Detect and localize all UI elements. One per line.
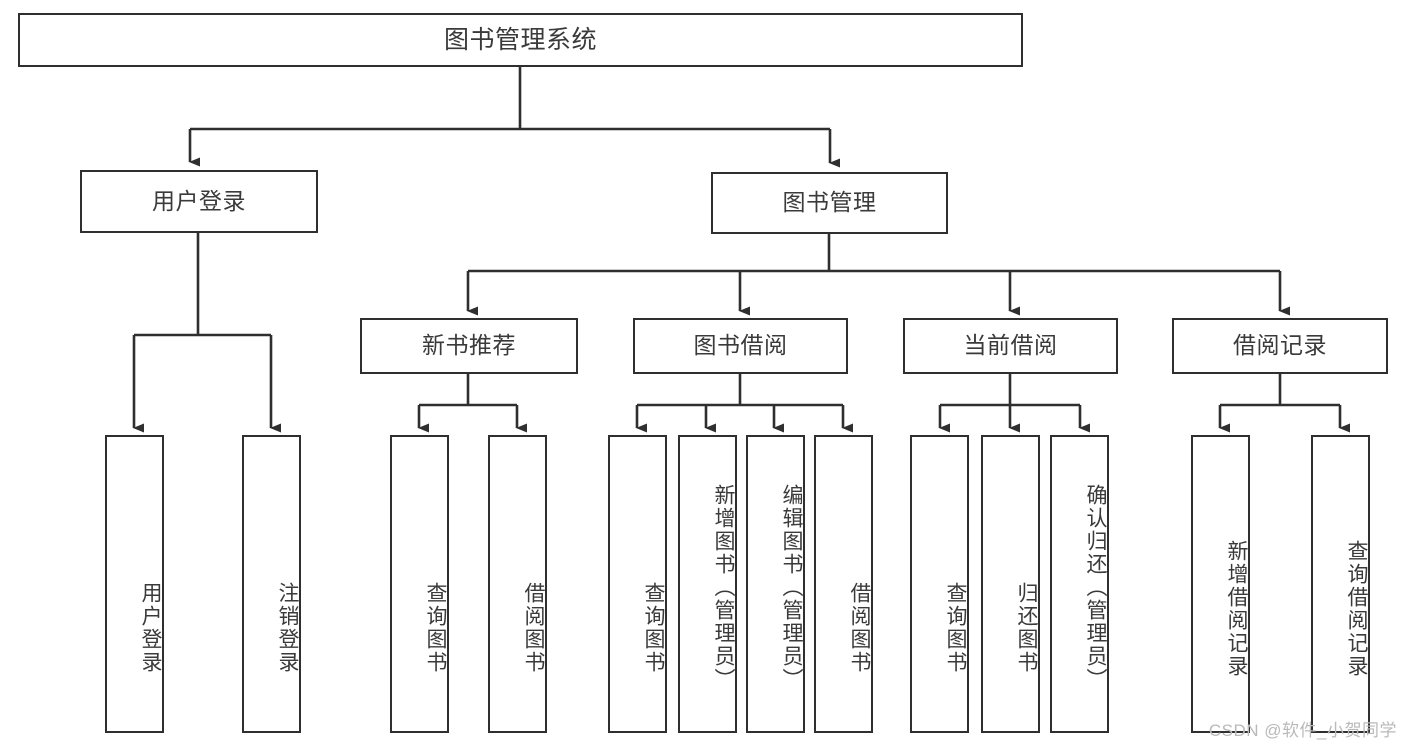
node-leaf-edit-book-admin[interactable]: 编辑图书（管理员） <box>746 435 805 733</box>
node-new-book-recommend[interactable]: 新书推荐 <box>360 318 578 374</box>
node-leaf-confirm-return-admin[interactable]: 确认归还（管理员） <box>1050 435 1109 733</box>
node-book-management[interactable]: 图书管理 <box>711 172 948 234</box>
node-leaf-query-borrow-record[interactable]: 查询借阅记录 <box>1311 435 1370 733</box>
node-leaf-return-book[interactable]: 归还图书 <box>981 435 1040 733</box>
node-leaf-borrow-book-recommend[interactable]: 借阅图书 <box>488 435 547 733</box>
node-book-borrow[interactable]: 图书借阅 <box>633 318 848 374</box>
node-leaf-query-book-current[interactable]: 查询图书 <box>910 435 969 733</box>
node-user-login[interactable]: 用户登录 <box>80 170 318 233</box>
node-current-borrow[interactable]: 当前借阅 <box>903 318 1118 374</box>
node-leaf-add-borrow-record[interactable]: 新增借阅记录 <box>1191 435 1250 733</box>
node-leaf-logout[interactable]: 注销登录 <box>242 435 301 733</box>
node-leaf-user-login[interactable]: 用户登录 <box>105 435 164 733</box>
csdn-watermark: CSDN @软件_小贺同学 <box>1208 721 1397 740</box>
node-leaf-query-book-borrow[interactable]: 查询图书 <box>608 435 667 733</box>
node-leaf-add-book-admin[interactable]: 新增图书（管理员） <box>678 435 737 733</box>
node-borrow-record[interactable]: 借阅记录 <box>1172 318 1388 374</box>
node-root-book-management-system[interactable]: 图书管理系统 <box>18 13 1023 67</box>
node-leaf-query-book-recommend[interactable]: 查询图书 <box>390 435 449 733</box>
node-leaf-borrow-book[interactable]: 借阅图书 <box>814 435 873 733</box>
